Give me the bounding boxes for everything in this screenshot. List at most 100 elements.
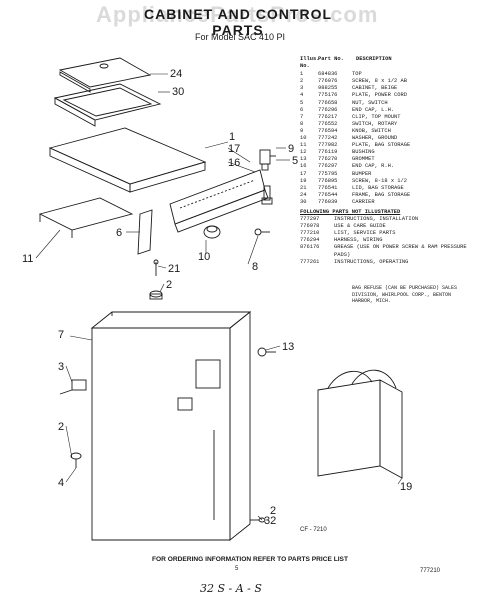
parts-row: 30 776039 CARRIER [300, 199, 472, 206]
parts-row-part-no: 776895 [318, 177, 338, 184]
screw-19-drawing [257, 347, 276, 357]
parts-row: 10 777242 WASHER, GROUND [300, 135, 472, 142]
callout-number: 24 [170, 68, 182, 80]
callout-number: 11 [22, 253, 33, 265]
parts-row-description: FRAME, BAG STORAGE [352, 191, 411, 198]
parts-row-description: CABINET, BEIGE [352, 85, 398, 92]
callout-number: 21 [168, 263, 180, 275]
page-title: CABINET AND CONTROL PARTS [143, 6, 333, 38]
parts-row-illus-no: 2 [300, 78, 304, 85]
parts-row-part-no: 775176 [318, 92, 338, 99]
grommet-drawing [70, 452, 82, 468]
parts-row: 12 776119 BUSHING [300, 149, 472, 156]
callout-number: 10 [198, 251, 210, 263]
parts-row-description: SCREW, 8 x 1/2 AB [352, 78, 407, 85]
callout-number: 5 [292, 155, 298, 167]
not-illustrated-part-no: 876176 [300, 244, 320, 251]
rotary-switch-drawing [259, 149, 276, 171]
not-illustrated-row: 777261 INSTRUCTIONS, OPERATING [300, 259, 472, 266]
parts-row: 2 776076 SCREW, 8 x 1/2 AB [300, 78, 472, 85]
callout-number: 30 [172, 86, 184, 98]
parts-row-part-no: 776296 [318, 106, 338, 113]
callout-number: 13 [282, 341, 294, 353]
bag-storage-plate-drawing [38, 197, 134, 238]
callout-number: 4 [58, 477, 64, 489]
header-description: DESCRIPTION [356, 56, 392, 62]
parts-row-illus-no: 13 [300, 156, 307, 163]
drawing-number: CF - 7210 [300, 527, 327, 533]
document-number: 777210 [420, 568, 441, 574]
parts-row-part-no: 776297 [318, 163, 338, 170]
page-number: 5 [235, 566, 239, 572]
not-illustrated-part-no: 777297 [300, 216, 320, 223]
model-subtitle: For Model SAC 410 PI [194, 32, 286, 42]
parts-row-illus-no: 17 [300, 170, 307, 177]
parts-row-part-no: 776119 [318, 149, 338, 156]
callout-number: 6 [116, 227, 122, 239]
parts-row-part-no: 776544 [318, 191, 338, 198]
parts-row-illus-no: 7 [300, 113, 304, 120]
not-illustrated-heading: FOLLOWING PARTS NOT ILLUSTRATED [300, 208, 401, 215]
callout-number: 9 [288, 143, 294, 155]
parts-row-part-no: 777242 [318, 135, 338, 142]
switch-knob-drawing [203, 225, 221, 239]
end-cap-left-drawing [137, 209, 153, 255]
handwritten-mark: 32 S - A - S [200, 582, 262, 595]
parts-row-part-no: 776594 [318, 127, 338, 134]
header-part-no: Part No. [318, 56, 344, 62]
small-screw-drawing [153, 259, 159, 276]
parts-row-description: BUMPER [352, 170, 372, 177]
top-panel-drawing [48, 127, 207, 193]
parts-row-illus-no: 10 [300, 135, 307, 142]
parts-row-illus-no: 8 [300, 120, 304, 127]
parts-row-description: KNOB, SWITCH [352, 127, 391, 134]
not-illustrated-row: 876176 GREASE (USE ON POWER SCREW & RAM P… [300, 244, 472, 258]
top-mount-clip-drawing [149, 290, 163, 300]
not-illustrated-description: INSTRUCTIONS, OPERATING [334, 258, 409, 265]
parts-row-description: NUT, SWITCH [352, 99, 388, 106]
callout-number: 16 [228, 157, 240, 169]
parts-row-description: LID, BAG STORAGE [352, 184, 404, 191]
not-illustrated-part-no: 776294 [300, 237, 320, 244]
bag-carrier-drawing [317, 369, 403, 479]
ordering-footer: FOR ORDERING INFORMATION REFER TO PARTS … [152, 556, 348, 563]
parts-row-description: BUSHING [352, 149, 375, 156]
parts-row-illus-no: 19 [300, 177, 307, 184]
bottom-screw-drawing [250, 517, 266, 523]
parts-row-description: PLATE, BAG STORAGE [352, 142, 411, 149]
not-illustrated-description: GREASE (USE ON POWER SCREW & RAM PRESSUR… [334, 244, 467, 258]
parts-row-description: WASHER, GROUND [352, 135, 398, 142]
cabinet-drawing [90, 311, 252, 541]
parts-row-illus-no: 30 [300, 198, 307, 205]
power-cord-plate-drawing [59, 379, 87, 395]
parts-row-description: END CAP, R.H. [352, 163, 395, 170]
parts-row-part-no: 776217 [318, 113, 338, 120]
parts-row-description: CARRIER [352, 198, 375, 205]
callout-number: 3 [58, 361, 64, 373]
parts-table-header: Illus. No. Part No. DESCRIPTION [300, 56, 472, 70]
not-illustrated-part-no: 776978 [300, 223, 320, 230]
bag-note: BAG REFUSE (CAN BE PURCHASED) SALES DIVI… [352, 285, 458, 304]
parts-row-illus-no: 12 [300, 149, 307, 156]
callout-number: 2 [166, 279, 172, 291]
parts-row-part-no: 776039 [318, 198, 338, 205]
not-illustrated-part-no: 777261 [300, 258, 320, 265]
parts-row-part-no: 776076 [318, 78, 338, 85]
